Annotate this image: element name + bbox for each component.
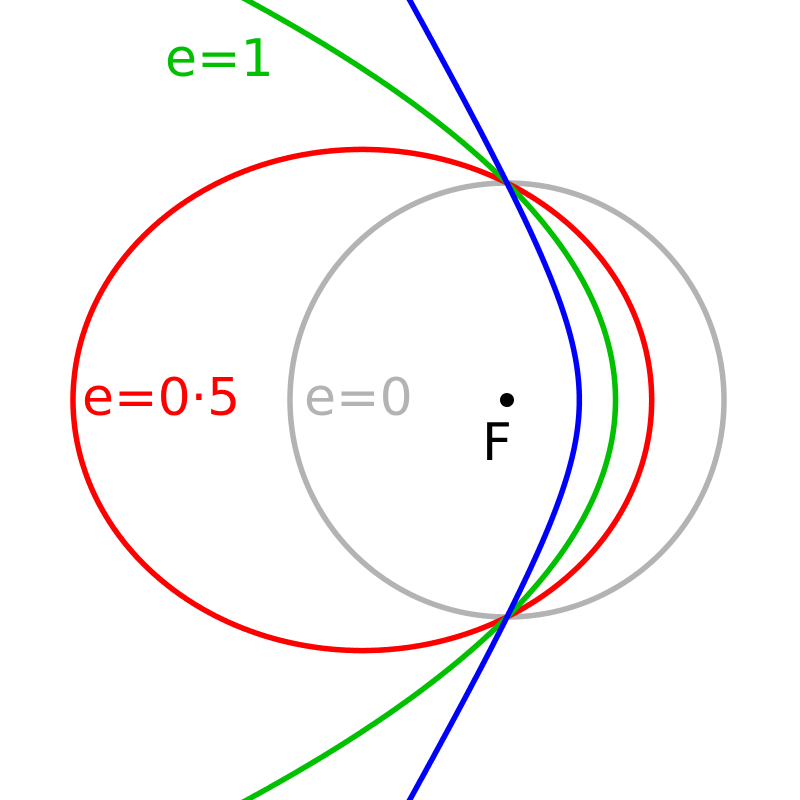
focus-point-dot <box>500 393 514 407</box>
circle-curve <box>287 180 727 620</box>
circle-eccentricity-label: e=0 <box>304 368 413 428</box>
conic-curves <box>70 0 727 800</box>
ellipse-curve <box>70 146 655 654</box>
hyperbola-curve <box>406 0 583 800</box>
parabola-eccentricity-label: e=1 <box>165 29 274 89</box>
parabola-curve <box>241 0 619 800</box>
focus-label: F <box>482 413 512 473</box>
ellipse-eccentricity-label: e=0·5 <box>82 368 240 428</box>
